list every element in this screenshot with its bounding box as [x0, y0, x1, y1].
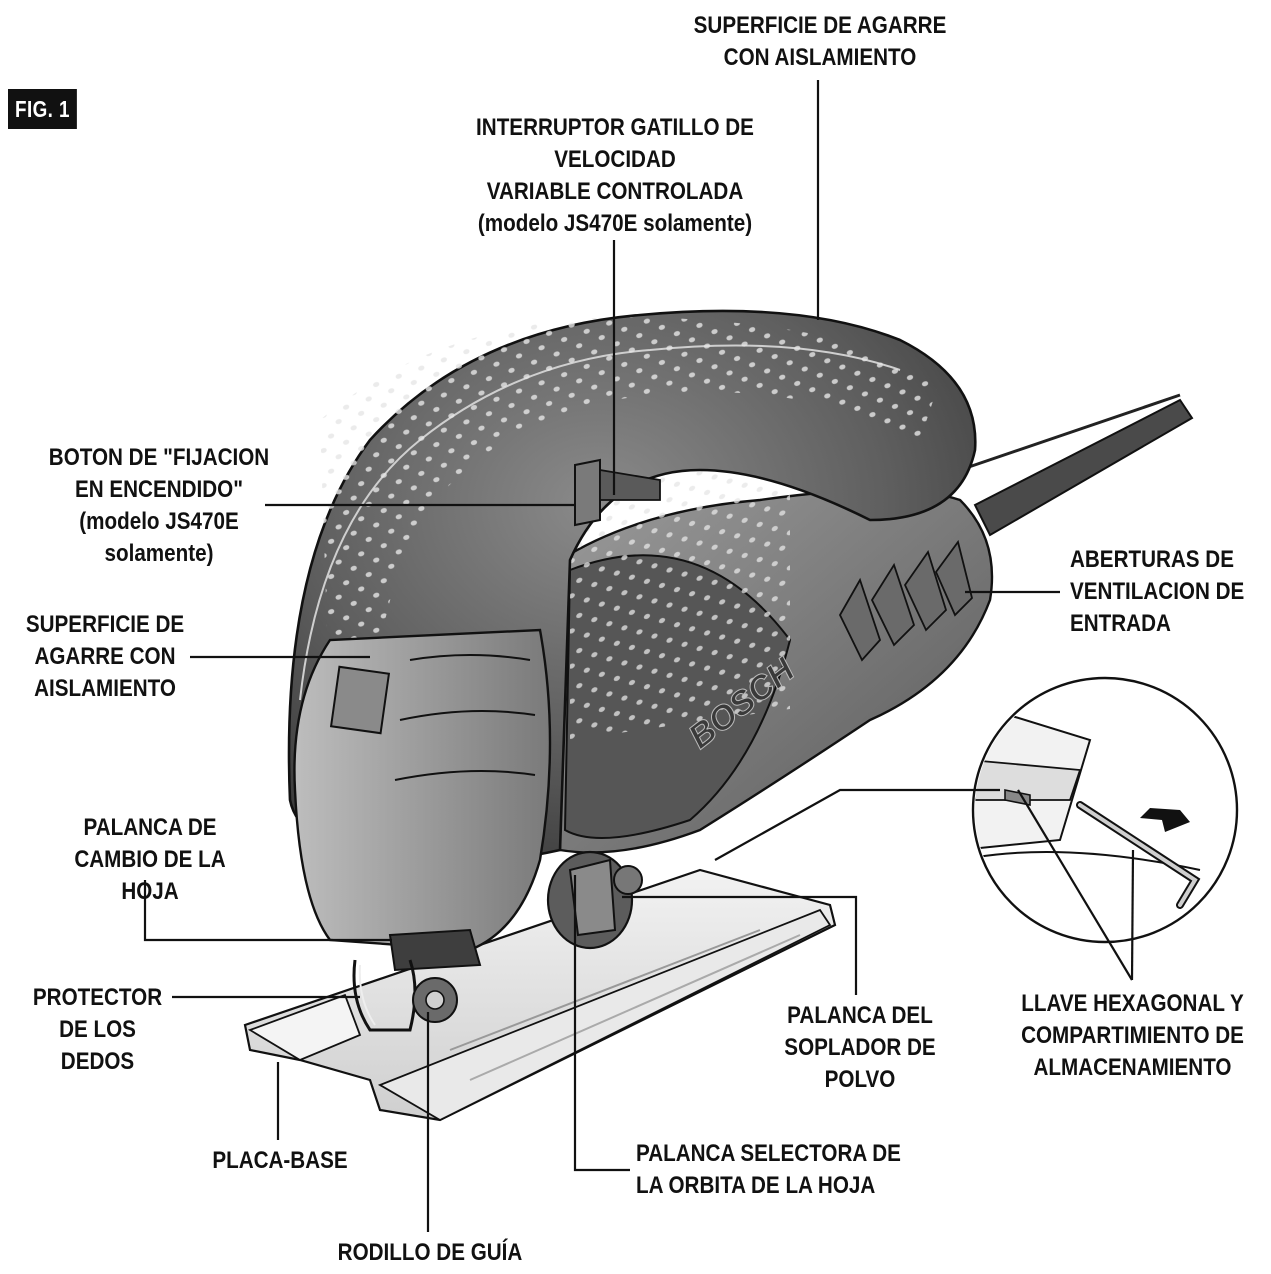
- label-lock-on-button: BOTON DE "FIJACION EN ENCENDIDO" (modelo…: [48, 444, 270, 567]
- label-orbit-selector-lever: PALANCA SELECTORA DE LA ORBITA DE LA HOJ…: [636, 1140, 901, 1199]
- motor-body: BOSCH: [558, 458, 994, 854]
- dust-blower-lever: [613, 865, 643, 895]
- lock-on-button: [574, 458, 601, 527]
- label-grip-left: SUPERFICIE DE AGARRE CON AISLAMIENTO: [25, 611, 185, 702]
- label-grip-top: SUPERFICIE DE AGARRE CON AISLAMIENTO: [693, 12, 947, 71]
- power-cord: [959, 393, 1194, 537]
- base-plate: [243, 868, 837, 1122]
- lever-assembly: [546, 850, 643, 950]
- label-dust-blower-lever: PALANCA DEL SOPLADOR DE POLVO: [784, 1002, 936, 1093]
- label-base-plate: PLACA-BASE: [212, 1147, 348, 1174]
- label-vents: ABERTURAS DE VENTILACION DE ENTRADA: [1070, 546, 1245, 637]
- guide-roller: [412, 977, 458, 1023]
- finger-guard: [352, 959, 417, 1032]
- orbit-selector-lever: [568, 858, 617, 937]
- label-guide-roller: RODILLO DE GUÍA: [337, 1239, 523, 1266]
- label-trigger-switch: INTERRUPTOR GATILLO DE VELOCIDAD VARIABL…: [476, 114, 754, 237]
- label-hex-key: LLAVE HEXAGONAL Y COMPARTIMIENTO DE ALMA…: [1021, 990, 1244, 1081]
- figure-badge: FIG. 1: [8, 89, 77, 129]
- hex-key-inset: [971, 676, 1239, 944]
- leader-lines: [143, 80, 1135, 1232]
- vent-slots: [838, 539, 973, 662]
- label-blade-change-lever: PALANCA DE CAMBIO DE LA HOJA: [74, 814, 226, 905]
- blade-change-lever: [388, 928, 482, 972]
- label-finger-guard: PROTECTOR DE LOS DEDOS: [32, 984, 163, 1075]
- front-housing: [293, 628, 552, 972]
